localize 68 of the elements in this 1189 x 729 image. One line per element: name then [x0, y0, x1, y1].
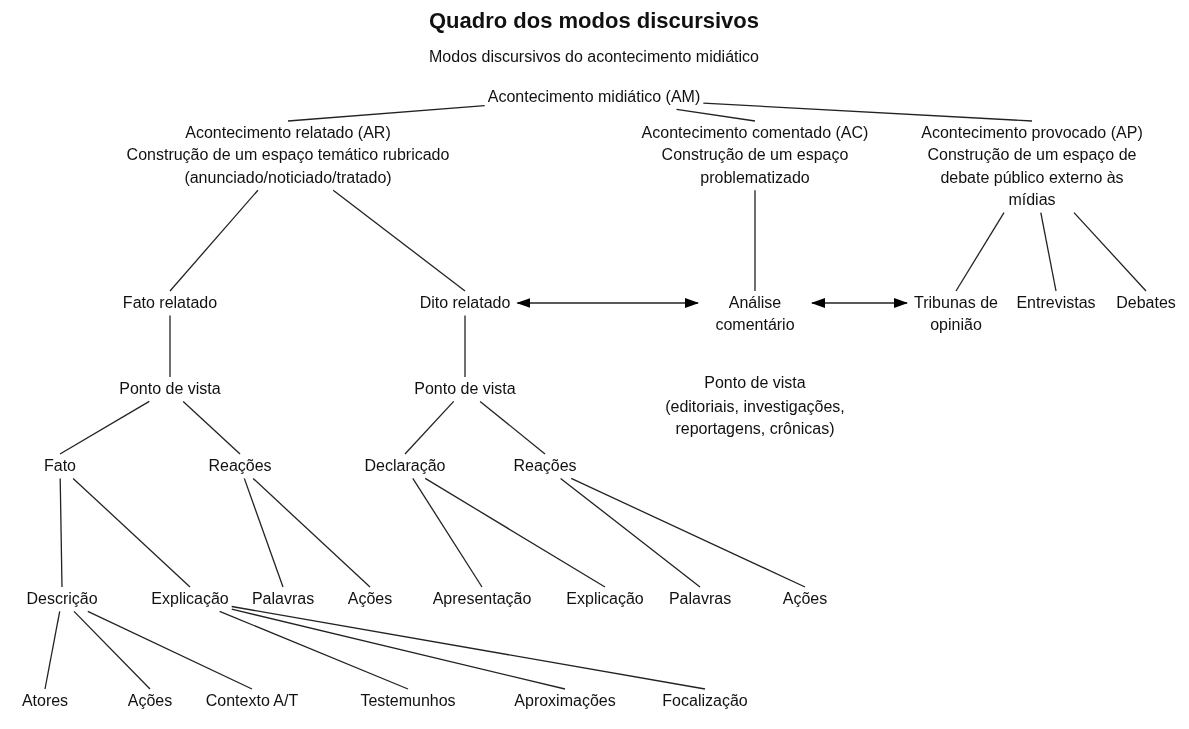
tree-node-text: Descrição — [26, 588, 98, 611]
tree-node-text: Ações — [347, 588, 393, 611]
node-description: Construção de um espaço temático rubricado (anunciado/noticiado/tratado) — [125, 145, 451, 188]
node-heading: Acontecimento provocado (AP) — [920, 123, 1144, 143]
connector-line — [169, 189, 259, 292]
connector-line — [218, 610, 409, 690]
connector-line — [169, 314, 171, 378]
connector-line — [570, 477, 806, 588]
tree-node-text: Ponto de vista — [414, 378, 516, 401]
connector-line — [231, 608, 566, 690]
connector-line — [59, 477, 63, 588]
connector-line — [424, 477, 606, 588]
tree-node-text: Declaração — [364, 455, 446, 478]
tree-node-text: Dito relatado — [419, 292, 511, 315]
connector-line — [464, 314, 466, 378]
connector-line — [1073, 211, 1147, 292]
connector-line — [252, 477, 371, 588]
text-label: Modos discursivos do acontecimento midiático — [429, 47, 759, 67]
node-heading: Acontecimento comentado (AC) — [640, 123, 870, 143]
diagram-title: Quadro dos modos discursivos — [428, 7, 760, 35]
connector-line — [404, 400, 455, 455]
tree-node-text: Palavras — [251, 588, 315, 611]
text-label: (editoriais, investigações, reportagens, crônicas) — [664, 397, 846, 440]
connector-line — [559, 477, 701, 588]
connector-line — [412, 477, 483, 588]
tree-node-text: Ações — [127, 690, 173, 713]
tree-node-text: Reações — [513, 455, 577, 478]
connector-line — [59, 400, 150, 455]
tree-node-text: Ações — [782, 588, 828, 611]
tree-node-text: Explicação — [151, 588, 229, 611]
tree-node-text: Fato — [44, 455, 76, 478]
connector-line — [702, 102, 1033, 122]
connector-line — [182, 400, 241, 455]
connector-line — [332, 189, 466, 292]
tree-node-text: Palavras — [668, 588, 732, 611]
tree-node-text: Focalização — [662, 690, 748, 713]
connector-line — [72, 477, 191, 588]
tree-node-text: Entrevistas — [1016, 292, 1096, 315]
node-description: Construção de um espaço problematizado — [660, 145, 850, 188]
tree-node-text: Contexto A/T — [205, 690, 299, 713]
text-label: Ponto de vista — [704, 373, 806, 393]
connector-line — [1040, 211, 1057, 292]
tree-node-text: Testemunhos — [360, 690, 456, 713]
connector-line — [675, 108, 756, 122]
tree-node-text: Reações — [208, 455, 272, 478]
tree-node-text: Fato relatado — [122, 292, 218, 315]
tree-node-text: Explicação — [566, 588, 644, 611]
connector-line — [479, 400, 546, 455]
tree-node-text: Atores — [21, 690, 69, 713]
connector-line — [231, 605, 706, 690]
tree-node-text: Aproximações — [514, 690, 616, 713]
tree-node-text: Debates — [1116, 292, 1176, 315]
node-description: Construção de um espaço de debate público externo às mídias — [926, 145, 1138, 211]
tree-node-text: Acontecimento midiático (AM) — [487, 86, 701, 109]
double-arrow — [811, 298, 908, 308]
tree-node-text: Análise comentário — [705, 292, 805, 337]
connector-line — [287, 105, 486, 122]
double-arrow — [516, 298, 699, 308]
node-heading: Acontecimento relatado (AR) — [184, 123, 392, 143]
tree-node-text: Apresentação — [432, 588, 532, 611]
tree-node-text: Ponto de vista — [119, 378, 221, 401]
connector-line — [44, 610, 61, 690]
connector-line — [955, 211, 1005, 292]
connector-line — [87, 610, 253, 690]
tree-node-text: Tribunas de opinião — [914, 292, 998, 337]
connector-line — [243, 477, 284, 588]
connector-line — [754, 189, 756, 292]
connector-line — [73, 610, 151, 690]
